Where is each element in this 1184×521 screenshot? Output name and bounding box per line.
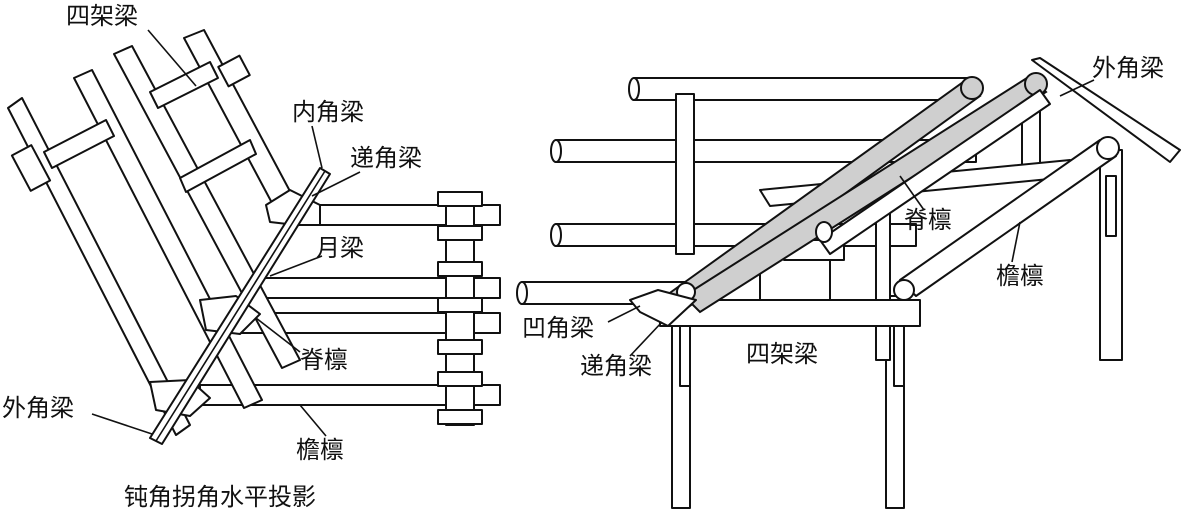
leader-ao-jiao-liang <box>607 305 641 323</box>
leader-di-jiao-liang <box>311 171 361 197</box>
bracket-right <box>1105 175 1117 237</box>
ridge-rafter-2 <box>682 74 1048 314</box>
left-caption: 钝角拐角水平投影 <box>124 483 316 511</box>
eave-purlin-right-front <box>893 279 915 301</box>
label-yan-lin-left: 檐檩 <box>296 436 344 464</box>
leader-yue-liang <box>269 255 323 277</box>
label-di-jiao-liang-right: 递角梁 <box>580 352 652 380</box>
post-bracket-2 <box>437 261 483 277</box>
leader-yan-lin-left <box>299 404 327 437</box>
diagonal-tie-1 <box>43 119 115 169</box>
post-bracket-4 <box>437 339 483 355</box>
leader-nei-jiao-liang <box>311 125 323 169</box>
bracket-front-mid <box>893 325 905 387</box>
label-wai-jiao-liang-left: 外角梁 <box>2 394 74 422</box>
post-cap-top <box>437 191 483 207</box>
diagonal-beam-1 <box>7 97 191 436</box>
beam-end-block-2 <box>217 54 251 88</box>
post-cap-bottom <box>437 409 483 425</box>
eave-purlin-right-end <box>1096 136 1120 160</box>
label-yue-liang: 月梁 <box>316 234 364 262</box>
post-back-mid <box>875 209 891 361</box>
leader-ji-lin-right <box>899 175 925 211</box>
corner-beam-centerline <box>155 170 326 442</box>
back-purlin-1-end <box>628 77 640 101</box>
label-ao-jiao-liang: 凹角梁 <box>522 314 594 342</box>
left-plan-projection: 四架梁 内角梁 递角梁 月梁 脊檩 外角梁 檐檩 钝角拐角水平投影 <box>2 2 501 511</box>
ridge-purlin <box>819 89 1051 255</box>
label-si-jia-liang: 四架梁 <box>66 2 138 30</box>
diagonal-tie-3 <box>179 139 257 193</box>
right-brackets <box>679 175 1117 387</box>
right-3d-view: 外角梁 脊檩 檐檩 凹角梁 递角梁 四架梁 <box>516 54 1181 509</box>
label-ji-lin-left: 脊檩 <box>300 346 348 374</box>
left-post-column <box>437 191 483 426</box>
bracket-front-left <box>679 325 691 387</box>
left-diagonal-beams <box>7 29 301 436</box>
leader-wai-jiao-liang-right <box>1059 79 1095 97</box>
leader-si-jia-liang <box>147 29 197 87</box>
ridge-rafter-1-end <box>960 76 984 100</box>
label-di-jiao-liang: 递角梁 <box>350 144 422 172</box>
leader-wai-jiao-liang-left <box>91 413 153 435</box>
post-bracket-3 <box>437 297 483 313</box>
right-leader-lines <box>607 79 1095 357</box>
label-yan-lin-right: 檐檩 <box>996 262 1044 290</box>
label-wai-jiao-liang-right: 外角梁 <box>1092 54 1164 82</box>
leader-yan-lin-right <box>1011 221 1021 263</box>
back-purlin-3-end <box>550 223 562 247</box>
post-bracket-5 <box>437 371 483 387</box>
diagonal-tie-2 <box>149 61 219 109</box>
label-si-jia-liang-right: 四架梁 <box>746 340 818 368</box>
concave-corner-beam <box>629 289 697 327</box>
beam-end-block-1 <box>10 144 52 192</box>
post-bracket-1 <box>437 225 483 241</box>
ridge-purlin-end <box>815 221 833 243</box>
left-horizontal-purlins <box>199 204 501 406</box>
leader-di-jiao-liang-right <box>629 321 663 357</box>
post-back-left <box>675 93 695 255</box>
left-leader-lines <box>91 29 361 437</box>
label-ji-lin-right: 脊檩 <box>904 206 952 234</box>
outer-corner-beam-right <box>1031 57 1181 163</box>
leader-ji-lin-left <box>255 317 301 353</box>
back-purlin-2-end <box>550 139 562 163</box>
back-purlin-4-end <box>516 281 528 305</box>
label-nei-jiao-liang: 内角梁 <box>292 98 364 126</box>
